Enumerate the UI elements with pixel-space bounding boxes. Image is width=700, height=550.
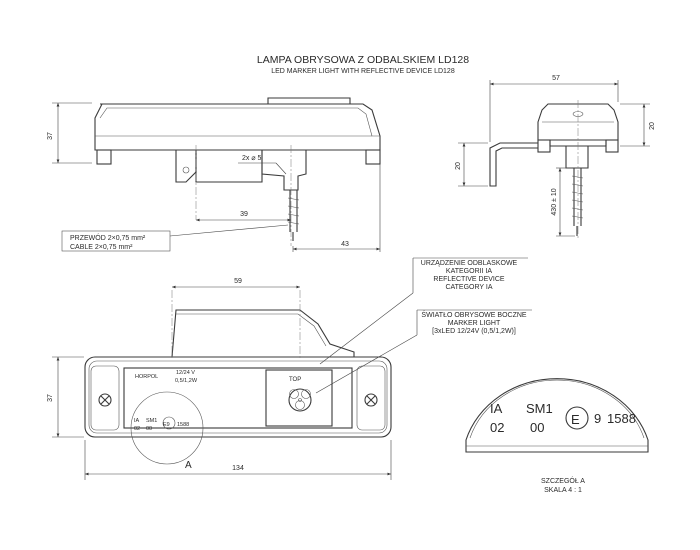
svg-text:37: 37 (47, 132, 54, 140)
svg-text:9: 9 (594, 411, 601, 426)
marker-callout: ŚWIATŁO OBRYSOWE BOCZNE MARKER LIGHT [3x… (315, 309, 532, 394)
svg-text:PRZEWÓD 2×0,75 mm²: PRZEWÓD 2×0,75 mm² (70, 233, 146, 242)
svg-text:02: 02 (490, 420, 504, 435)
dim-430: 430 ± 10 (551, 167, 575, 237)
svg-text:2x ⌀ 5: 2x ⌀ 5 (242, 155, 261, 162)
svg-text:URZĄDZENIE ODBLASKOWE: URZĄDZENIE ODBLASKOWE (421, 260, 518, 267)
side-view (94, 97, 381, 246)
svg-text:MARKER LIGHT: MARKER LIGHT (448, 320, 501, 327)
svg-text:39: 39 (240, 211, 248, 218)
dim-57: 57 (489, 75, 619, 142)
svg-text:IA: IA (134, 418, 140, 424)
svg-text:1588: 1588 (177, 422, 189, 428)
svg-text:430 ± 10: 430 ± 10 (551, 188, 558, 215)
detail-texts: IA SM1 02 00 E 9 1588 SZCZEGÓŁ A SKALA 4… (490, 401, 636, 494)
svg-text:ŚWIATŁO OBRYSOWE BOCZNE: ŚWIATŁO OBRYSOWE BOCZNE (421, 310, 526, 319)
svg-text:HORPOL: HORPOL (135, 374, 158, 380)
dim-59: 59 (172, 278, 300, 289)
dim-37-front: 37 (47, 356, 84, 438)
dim-37-left: 37 (47, 102, 92, 164)
svg-text:59: 59 (234, 278, 242, 285)
svg-text:00: 00 (146, 426, 152, 432)
lens-markings: HORPOL 12/24 V 0,5/1,2W IA SM1 02 00 E9 … (134, 370, 301, 432)
detail-marker-a: A (185, 460, 192, 471)
svg-text:20: 20 (455, 162, 462, 170)
front-view (84, 290, 392, 465)
svg-text:1588: 1588 (607, 411, 636, 426)
svg-text:20: 20 (649, 122, 656, 130)
svg-text:IA: IA (490, 401, 503, 416)
svg-text:TOP: TOP (289, 377, 301, 383)
dim-20-right: 20 (620, 103, 656, 147)
dim-20-left: 20 (455, 142, 488, 187)
svg-text:SKALA 4 : 1: SKALA 4 : 1 (544, 487, 582, 494)
svg-text:SM1: SM1 (526, 401, 553, 416)
dim-134: 134 (84, 440, 392, 480)
svg-text:00: 00 (530, 420, 544, 435)
svg-text:SZCZEGÓŁ A: SZCZEGÓŁ A (541, 476, 585, 485)
svg-text:43: 43 (341, 241, 349, 248)
svg-text:E9: E9 (163, 422, 170, 428)
svg-text:57: 57 (552, 75, 560, 82)
svg-text:134: 134 (232, 465, 244, 472)
svg-text:REFLECTIVE DEVICE: REFLECTIVE DEVICE (433, 276, 505, 283)
svg-text:KATEGORII IA: KATEGORII IA (446, 268, 492, 275)
detail-a (465, 378, 649, 453)
svg-text:[3xLED 12/24V (0,5/1,2W)]: [3xLED 12/24V (0,5/1,2W)] (432, 328, 516, 335)
svg-text:37: 37 (47, 394, 54, 402)
title-en: LED MARKER LIGHT WITH REFLECTIVE DEVICE … (271, 68, 455, 75)
cable-callout: PRZEWÓD 2×0,75 mm² CABLE 2×0,75 mm² (61, 224, 289, 252)
end-view (489, 100, 619, 240)
dim-39: 39 (196, 211, 291, 222)
dim-43: 43 (292, 164, 381, 252)
svg-text:CATEGORY IA: CATEGORY IA (445, 284, 492, 291)
svg-text:SM1: SM1 (146, 418, 157, 424)
svg-text:CABLE 2×0,75 mm²: CABLE 2×0,75 mm² (70, 244, 133, 251)
svg-text:12/24 V: 12/24 V (176, 370, 195, 376)
svg-text:0,5/1,2W: 0,5/1,2W (175, 378, 198, 384)
svg-text:02: 02 (134, 426, 140, 432)
title-pl: LAMPA OBRYSOWA Z ODBALSKIEM LD128 (257, 54, 469, 66)
hole-callout: 2x ⌀ 5 (238, 155, 287, 175)
reflector-callout: URZĄDZENIE ODBLASKOWE KATEGORII IA REFLE… (319, 257, 528, 365)
svg-text:E: E (571, 412, 580, 427)
